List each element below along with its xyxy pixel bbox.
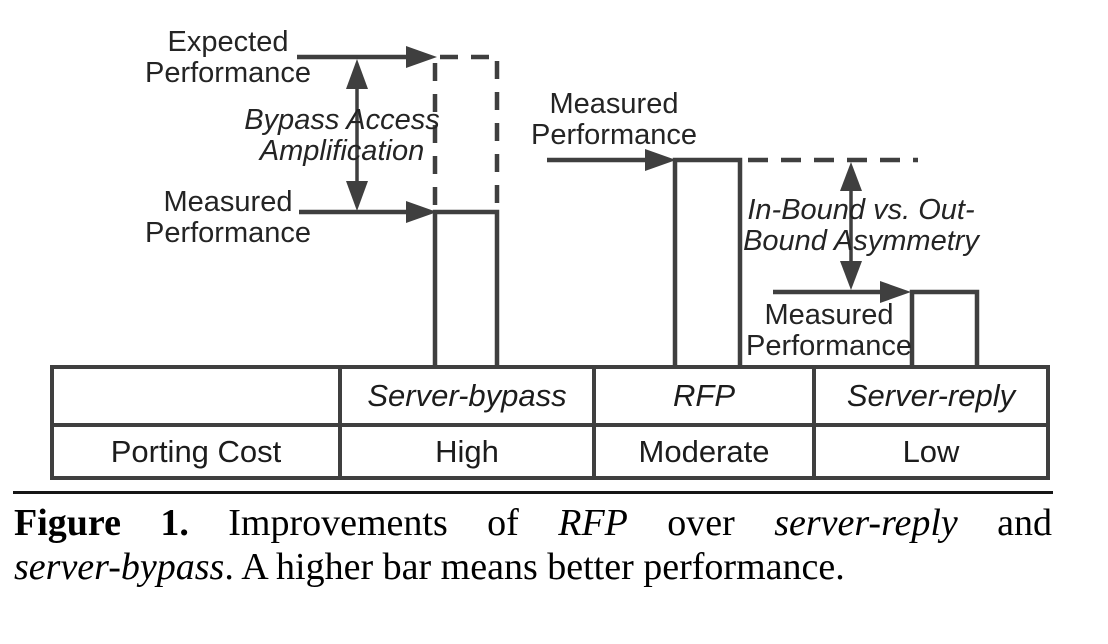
bypass-amplification-up-arrowhead-icon xyxy=(346,59,368,89)
caption-text: and xyxy=(997,502,1053,544)
caption-text: over xyxy=(667,502,735,544)
table-cell-high: High xyxy=(338,423,592,476)
figure-caption: Figure 1. Improvements of RFP over serve… xyxy=(14,501,1052,589)
table-header-rfp: RFP xyxy=(592,369,812,423)
label-inbound-outbound-asymmetry: In-Bound vs. Out- Bound Asymmetry xyxy=(743,194,979,257)
table-header-server-bypass: Server-bypass xyxy=(338,369,592,423)
caption-text: Improvements of xyxy=(228,502,519,544)
caption-divider-rule xyxy=(13,491,1053,494)
asymmetry-down-arrowhead-icon xyxy=(840,261,862,290)
table-header-empty xyxy=(54,369,338,423)
label-measured-performance-middle: Measured Performance xyxy=(530,88,697,151)
table-header-server-reply: Server-reply xyxy=(812,369,1046,423)
label-bypass-access-amplification: Bypass Access Amplification xyxy=(244,104,440,167)
caption-server-reply: server-reply xyxy=(774,502,958,544)
expected-performance-arrowhead-icon xyxy=(406,46,437,68)
measured-left-arrowhead-icon xyxy=(406,201,437,223)
label-measured-performance-left: Measured Performance xyxy=(144,186,311,249)
caption-figure-label: Figure 1. xyxy=(14,502,189,544)
server-bypass-bar xyxy=(432,209,500,367)
table-cell-porting-cost: Porting Cost xyxy=(54,423,338,476)
table-cell-low: Low xyxy=(812,423,1046,476)
caption-line-1: Figure 1. Improvements of RFP over serve… xyxy=(14,501,1052,545)
caption-rfp: RFP xyxy=(558,502,628,544)
label-expected-performance: Expected Performance xyxy=(144,26,311,89)
caption-text: . A higher bar means better performance. xyxy=(224,546,845,588)
asymmetry-up-arrowhead-icon xyxy=(840,162,862,191)
bypass-amplification-down-arrowhead-icon xyxy=(346,181,368,211)
table-cell-moderate: Moderate xyxy=(592,423,812,476)
porting-cost-table: Server-bypass RFP Server-reply Porting C… xyxy=(50,365,1050,480)
measured-middle-arrowhead-icon xyxy=(645,149,676,171)
caption-server-bypass: server-bypass xyxy=(14,546,225,588)
label-measured-performance-right: Measured Performance xyxy=(745,299,912,362)
caption-line-2: server-bypass. A higher bar means better… xyxy=(14,545,1052,589)
